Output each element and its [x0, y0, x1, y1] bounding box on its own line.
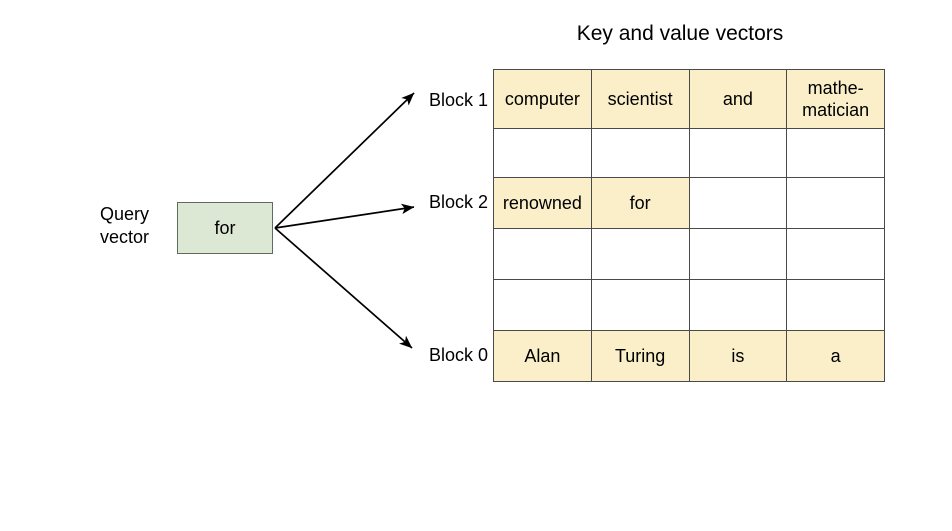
- table-cell: [688, 279, 788, 331]
- block-label-block-2: Block 2: [428, 192, 488, 212]
- table-row: renowned for: [493, 177, 885, 229]
- page-title: Key and value vectors: [576, 22, 784, 45]
- block-label-block-0: Block 0: [428, 345, 488, 365]
- table-cell: Turing: [590, 330, 690, 382]
- table-cell: and: [688, 69, 788, 129]
- table-cell: [786, 177, 885, 229]
- query-vector-label-line2: vector: [100, 227, 150, 247]
- table-cell: [688, 177, 788, 229]
- arrow-to-block-2: [274, 203, 415, 229]
- table-cell: [590, 228, 690, 280]
- table-cell: [786, 279, 885, 331]
- table-row: [493, 228, 885, 280]
- table-cell: [688, 128, 788, 178]
- table-cell: [493, 279, 592, 331]
- table-cell: computer: [493, 69, 592, 129]
- table-cell: Alan: [493, 330, 592, 382]
- table-cell: [493, 128, 592, 178]
- table-cell: [786, 228, 885, 280]
- key-value-table: computer scientist and mathe-matician re…: [493, 69, 885, 382]
- block-label-block-1: Block 1: [428, 90, 488, 110]
- table-cell: a: [786, 330, 885, 382]
- table-cell: [590, 279, 690, 331]
- table-cell: mathe-matician: [786, 69, 885, 129]
- table-row: computer scientist and mathe-matician: [493, 69, 885, 129]
- table-cell-line1: mathe-: [807, 78, 864, 98]
- table-cell: [786, 128, 885, 178]
- table-row: Alan Turing is a: [493, 330, 885, 382]
- table-row: [493, 128, 885, 178]
- table-cell: renowned: [493, 177, 592, 229]
- table-cell: is: [688, 330, 788, 382]
- arrow-to-block-0: [274, 227, 413, 349]
- table-cell: [688, 228, 788, 280]
- table-row: [493, 279, 885, 331]
- query-vector-box[interactable]: for: [177, 202, 273, 254]
- arrow-to-block-1: [274, 92, 415, 229]
- query-vector-label: Query vector: [100, 203, 174, 249]
- query-vector-token: for: [214, 217, 236, 238]
- table-cell: scientist: [590, 69, 690, 129]
- table-cell: [590, 128, 690, 178]
- query-vector-label-line1: Query: [100, 204, 150, 224]
- table-cell: for: [590, 177, 690, 229]
- table-cell-line2: matician: [802, 100, 870, 120]
- table-cell: [493, 228, 592, 280]
